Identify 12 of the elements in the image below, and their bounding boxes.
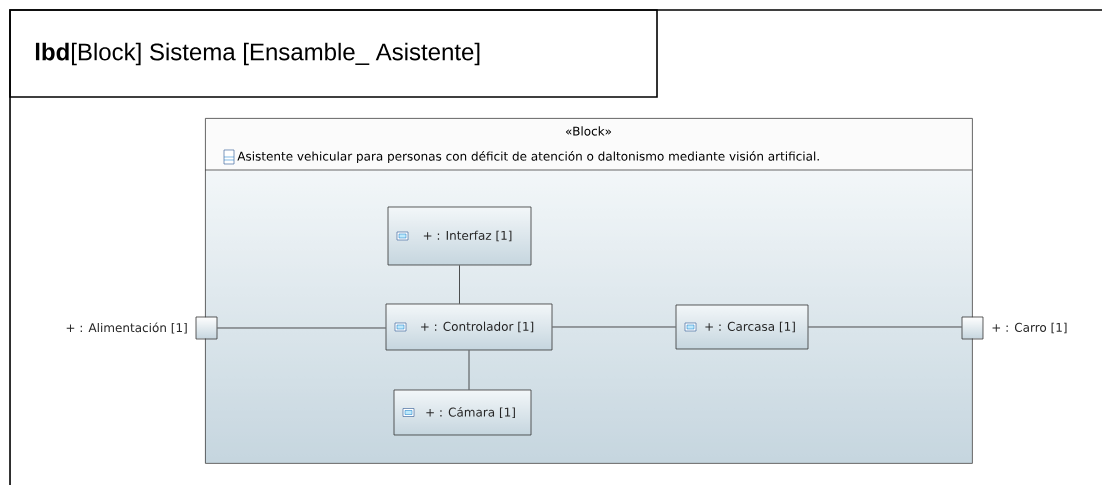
part-box: + : Carcasa [1]	[675, 304, 809, 350]
part-box: + : Cámara [1]	[393, 389, 532, 436]
part-box: + : Controlador [1]	[385, 303, 553, 351]
port-label: + : Alimentación [1]	[66, 322, 187, 334]
connector-line	[468, 350, 470, 390]
title-box: lbd[Block] Sistema [Ensamble_ Asistente]	[9, 9, 658, 98]
connector-line	[552, 326, 676, 328]
part-box: + : Interfaz [1]	[387, 206, 532, 266]
connector-line	[808, 326, 962, 328]
connector-line	[459, 265, 460, 304]
port-label: + : Carro [1]	[992, 322, 1067, 334]
connector-line	[217, 327, 386, 329]
